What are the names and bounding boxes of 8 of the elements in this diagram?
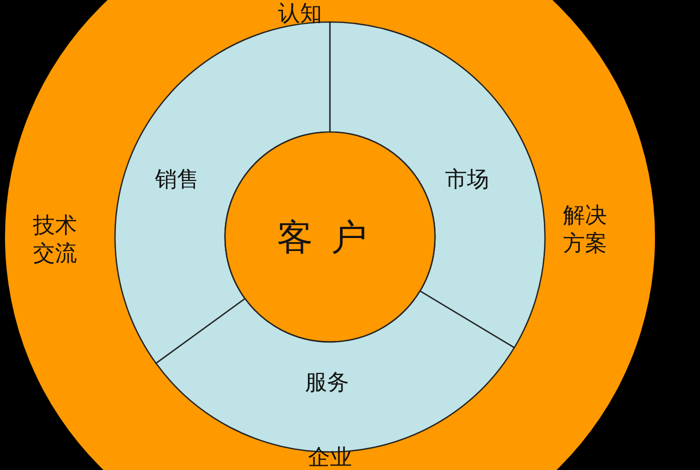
segment-label: 市场	[445, 166, 489, 194]
segment-label: 企业	[308, 444, 352, 470]
segment-label: 技术交流	[32, 212, 78, 268]
segment-label: 客户	[276, 216, 385, 260]
segment-label: 认知	[278, 0, 322, 28]
segment-label: 解决方案	[562, 202, 608, 258]
segment-label: 服务	[304, 369, 349, 397]
segment-label: 销售	[154, 166, 199, 194]
